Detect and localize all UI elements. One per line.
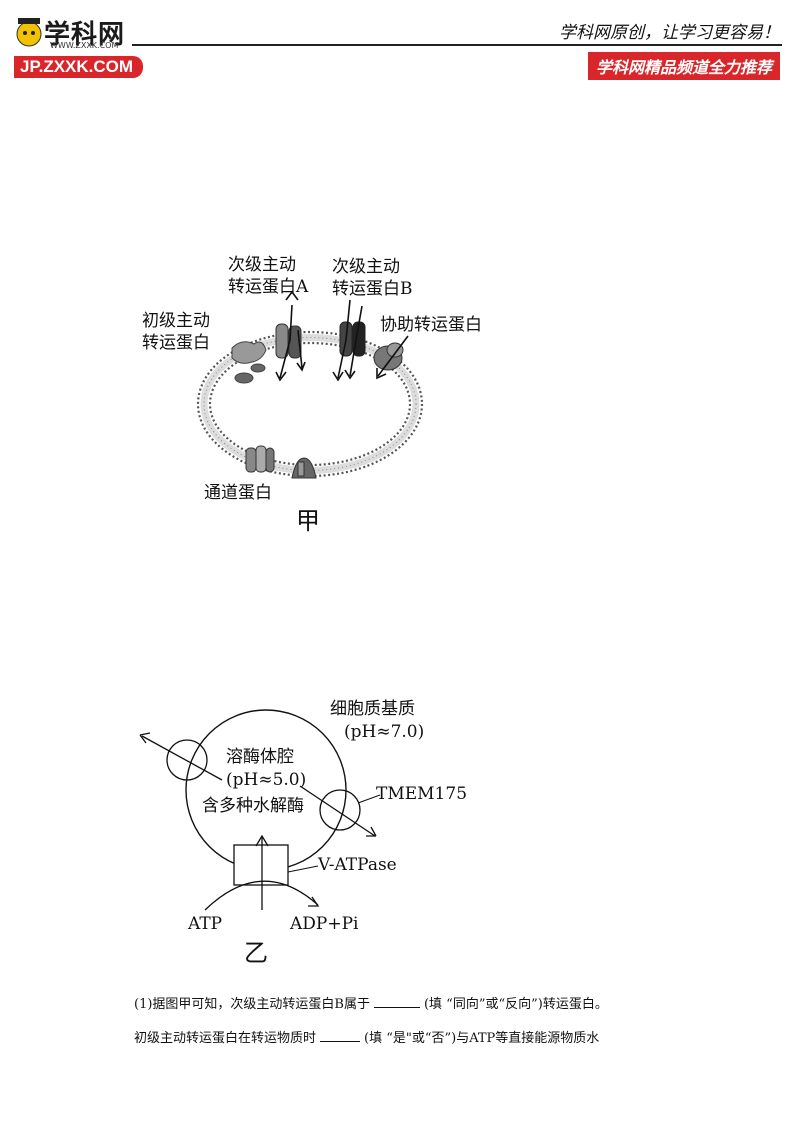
channel-protein-shape xyxy=(245,445,275,473)
question-1-line-2: 初级主动转运蛋白在转运物质时(填 “是"或“否”)与ATP等直接能源物质水 xyxy=(134,1031,600,1046)
label-cytosol: 细胞质基质 xyxy=(330,699,415,719)
transporter-circle-left xyxy=(166,739,208,781)
question-1-line-1: (1)据图甲可知，次级主动转运蛋白B属于(填 “同向”或“反向”)转运蛋白。 xyxy=(134,997,608,1012)
label-adp-pi: ADP+Pi xyxy=(290,914,359,934)
label-secondary-transporter-b: 次级主动 转运蛋白B xyxy=(332,257,413,299)
label-primary-transporter: 初级主动 转运蛋白 xyxy=(142,311,210,353)
label-tmem175: TMEM175 xyxy=(376,784,468,804)
site-banner-left[interactable]: JP.ZXXK.COM xyxy=(14,56,144,78)
answer-blank-1[interactable] xyxy=(373,1007,420,1008)
logo-text: 学科网 xyxy=(44,20,126,50)
v-atpase-box xyxy=(233,844,289,886)
label-atp: ATP xyxy=(188,914,223,934)
label-lumen: 溶酶体腔 xyxy=(226,747,294,767)
figure-b-caption: 乙 xyxy=(244,939,268,967)
logo-url: WWW.ZXXK.COM xyxy=(50,41,119,50)
primary-transporter-shape xyxy=(231,341,267,384)
label-secondary-transporter-a: 次级主动 转运蛋白A xyxy=(228,255,309,297)
membrane-outer xyxy=(196,330,424,478)
label-cytosol-ph: (pH≈7.0) xyxy=(344,722,425,742)
header-divider xyxy=(132,44,782,46)
figure-b-diagram xyxy=(139,709,381,911)
header-logo xyxy=(14,12,44,54)
label-hydrolases: 含多种水解酶 xyxy=(202,796,304,816)
mascot-icon xyxy=(16,18,42,47)
label-lumen-ph: (pH≈5.0) xyxy=(226,770,307,790)
answer-blank-2[interactable] xyxy=(320,1041,361,1042)
figure-a-diagram xyxy=(196,290,424,479)
site-banner-right[interactable]: 学科网精品频道全力推荐 xyxy=(587,52,780,80)
label-v-atpase: V-ATPase xyxy=(318,855,397,875)
label-channel-protein: 通道蛋白 xyxy=(204,483,272,503)
figure-a-caption: 甲 xyxy=(296,507,320,535)
membrane-inner xyxy=(208,341,412,467)
channel-protein-2-shape xyxy=(291,457,317,479)
header-slogan: 学科网原创，让学习更容易！ xyxy=(559,23,780,43)
label-facilitated-transporter: 协助转运蛋白 xyxy=(380,315,482,335)
tmem175-circle xyxy=(319,789,361,831)
